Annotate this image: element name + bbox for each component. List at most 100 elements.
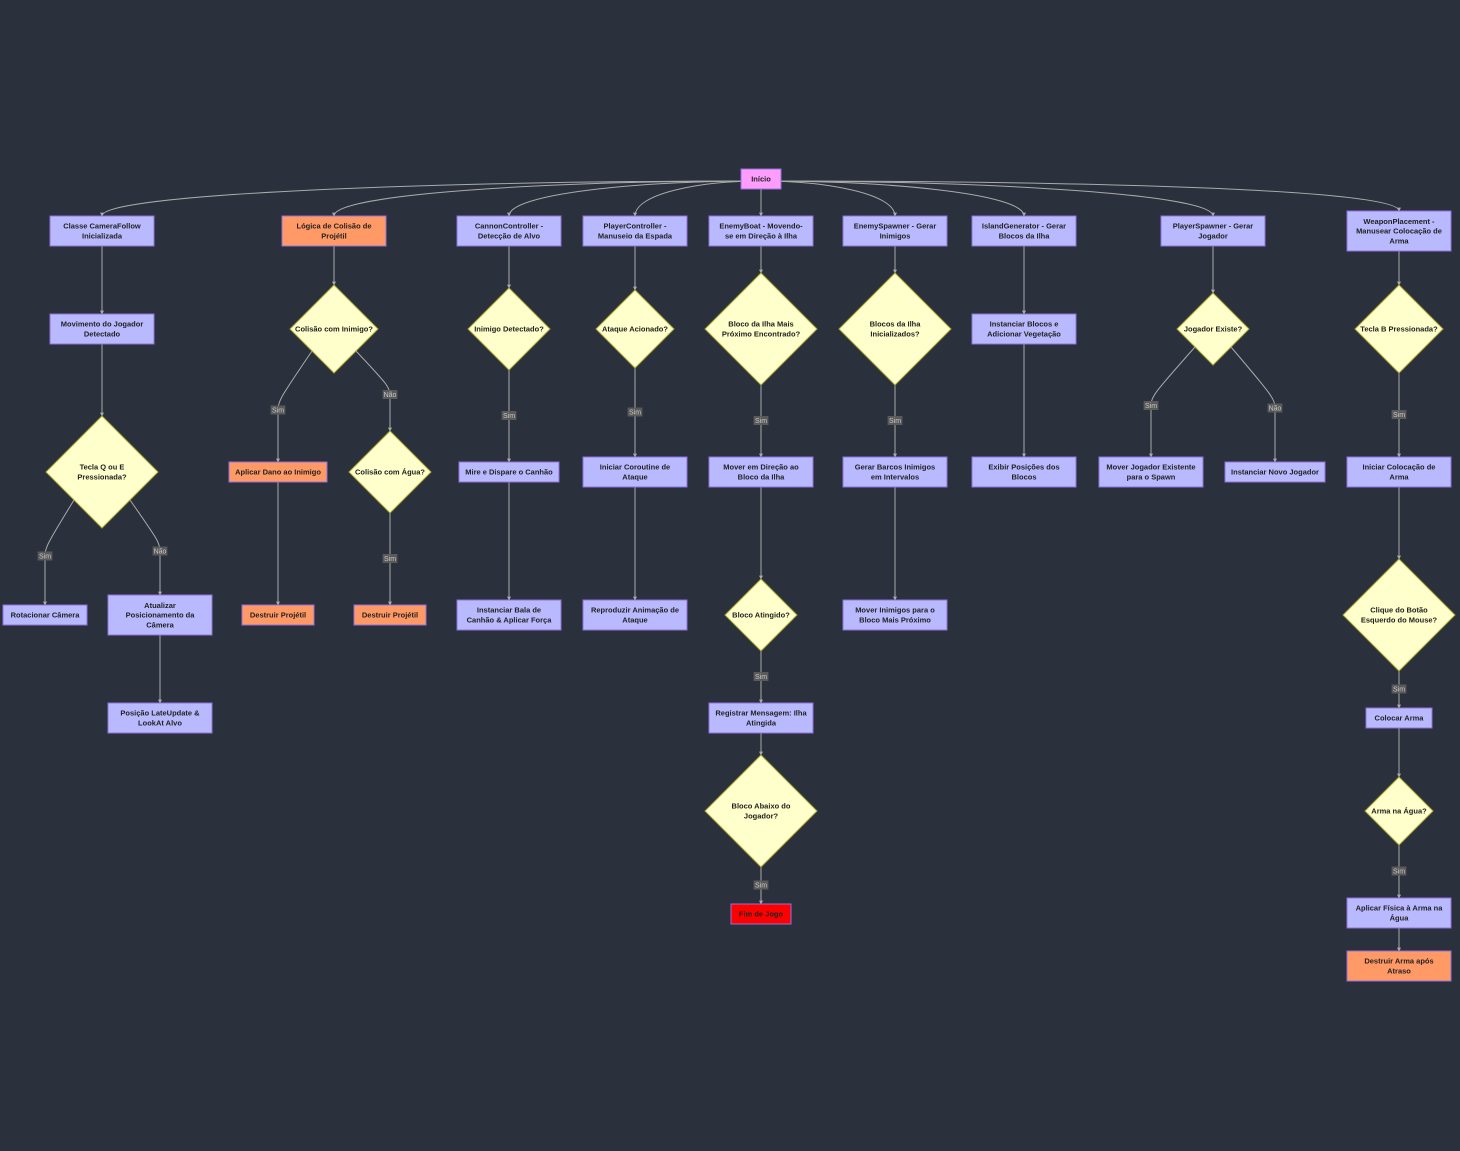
node-label: Lógica de Colisão de (296, 222, 371, 231)
node-label: Câmera (146, 620, 174, 629)
node-label: Mire e Dispare o Canhão (465, 468, 553, 477)
node-label: Posição LateUpdate & (120, 709, 200, 718)
edge-start-wp1 (760, 180, 1401, 212)
process-shape (582, 215, 688, 247)
node-label: Mover Jogador Existente (1106, 463, 1195, 472)
edge-label-text: Sim (384, 556, 396, 563)
node-label: Movimento do Jogador (61, 320, 144, 329)
process-shape (582, 599, 688, 631)
node-label: Instanciar Novo Jogador (1231, 468, 1319, 477)
node-label: Rotacionar Câmera (11, 611, 81, 620)
node-label: Instanciar Blocos e (990, 320, 1059, 329)
node-cc2: Inimigo Detectado? (467, 287, 551, 371)
node-label: Gerar Barcos Inimigos (855, 463, 935, 472)
edge-label-text: Sim (755, 418, 767, 425)
node-label: Aplicar Física à Arma na (1356, 904, 1444, 913)
process-shape (730, 903, 792, 925)
process-shape (1160, 215, 1266, 247)
decision-shape (704, 754, 818, 868)
edge-label-cf3-cf5: Não (152, 546, 168, 556)
process-shape (353, 604, 427, 626)
process-shape (708, 456, 814, 488)
node-label: Aplicar Dano ao Inimigo (235, 468, 321, 477)
node-label: Jogador Existe? (1184, 325, 1243, 334)
node-label: para o Spawn (1127, 473, 1176, 482)
edge-start-cc1 (507, 180, 762, 217)
node-label: Destruir Projétil (250, 611, 306, 620)
edge-label-wp4-wp5: Sim (1391, 684, 1407, 694)
node-eb7: Fim de Jogo (730, 903, 792, 925)
edges-layer (43, 180, 1401, 952)
node-label: Inicializada (82, 232, 123, 241)
node-label: Arma (1389, 236, 1409, 245)
node-label: Blocos da Ilha (999, 232, 1051, 241)
node-cc3: Mire e Dispare o Canhão (458, 461, 560, 483)
process-shape (842, 215, 948, 247)
node-label: Atualizar (144, 601, 176, 610)
node-label: Projétil (321, 232, 346, 241)
decision-shape (1342, 558, 1456, 672)
node-label: Ataque (622, 616, 647, 625)
edge-label-text: Não (1269, 406, 1282, 413)
edge-label-cf3-cf4: Sim (37, 551, 53, 561)
edge-label-pc2-pc4: Não (382, 390, 398, 399)
process-shape (1346, 950, 1452, 982)
node-label: Iniciar Colocação de (1363, 463, 1436, 472)
node-label: Destruir Projétil (362, 611, 418, 620)
node-label: Registrar Mensagem: Ilha (715, 709, 807, 718)
node-pc2: Colisão com Inimigo? (289, 284, 379, 374)
node-label: Fim de Jogo (739, 910, 784, 919)
edge-label-text: Sim (889, 418, 901, 425)
edge-label-text: Sim (755, 883, 767, 890)
process-shape (49, 215, 155, 247)
node-label: Bloco Mais Próximo (859, 616, 931, 625)
edge-start-pc1 (332, 180, 762, 217)
node-label: Blocos (1011, 473, 1036, 482)
edge-label-bg (753, 672, 769, 681)
edge-label-cc2-cc3: Sim (501, 411, 517, 420)
node-label: Jogador? (744, 812, 779, 821)
node-label: CannonController - (475, 222, 544, 231)
node-label: WeaponPlacement - (1363, 217, 1435, 226)
process-shape (1224, 461, 1326, 483)
edge-label-text: Sim (39, 554, 51, 561)
node-label: IslandGenerator - Gerar (982, 222, 1066, 231)
edge-label-text: Sim (755, 674, 767, 681)
node-label: Destruir Arma após (1364, 957, 1433, 966)
node-label: Arma (1389, 473, 1409, 482)
node-label: PlayerSpawner - Gerar (1173, 222, 1254, 231)
process-shape (458, 461, 560, 483)
edge-label-wp6-wp7: Sim (1391, 866, 1407, 876)
edge-label-text: Sim (503, 413, 515, 420)
edge-label-bg (501, 411, 517, 420)
edge-label-wp2-wp3: Sim (1391, 410, 1407, 419)
node-label: LookAt Alvo (138, 719, 182, 728)
node-pc4: Colisão com Água? (348, 430, 432, 514)
process-shape (456, 599, 562, 631)
node-pl1: PlayerController -Manuseio da Espada (582, 215, 688, 247)
node-cc1: CannonController -Detecção de Alvo (456, 215, 562, 247)
process-shape (1098, 456, 1204, 488)
decision-shape (289, 284, 379, 374)
decision-shape (45, 415, 159, 529)
node-label: Inicializados? (870, 330, 920, 339)
process-shape (107, 702, 213, 734)
node-eb1: EnemyBoat - Movendo-se em Direção à Ilha (708, 215, 814, 247)
node-label: Próximo Encontrado? (722, 330, 801, 339)
node-label: Posicionamento da (126, 611, 196, 620)
edge-label-ps2-ps3: Sim (1143, 401, 1159, 410)
decision-shape (348, 430, 432, 514)
node-cf4: Rotacionar Câmera (2, 604, 88, 626)
